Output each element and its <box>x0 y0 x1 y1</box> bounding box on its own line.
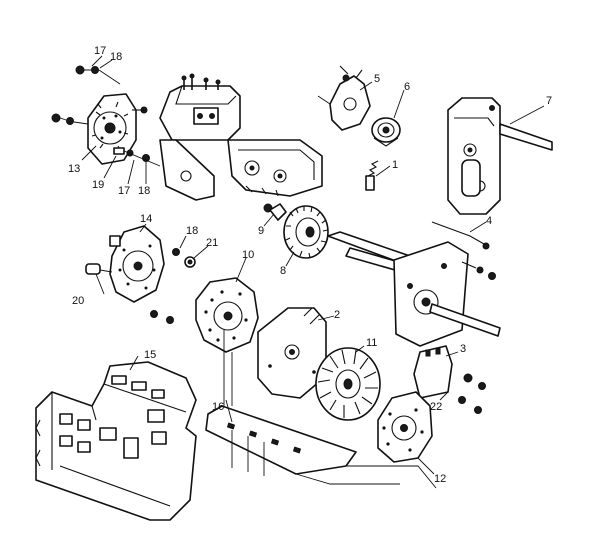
part-8-gear <box>283 205 329 259</box>
timer-motor-block <box>132 73 323 213</box>
callout-18-low: 18 <box>186 225 198 237</box>
part-2-bracket <box>257 307 327 399</box>
callout-10: 10 <box>242 249 254 261</box>
part-7-mounting-plate <box>447 97 553 215</box>
part-1-spring <box>365 160 379 191</box>
callout-4: 4 <box>486 215 492 227</box>
callout-17-mid: 17 <box>118 185 130 197</box>
screws-left-top <box>51 65 161 167</box>
callout-6: 6 <box>404 81 410 93</box>
callout-9: 9 <box>258 225 264 237</box>
callout-18-top: 18 <box>110 51 122 63</box>
callout-17-top: 17 <box>94 45 106 57</box>
callout-12: 12 <box>434 473 446 485</box>
part-16-base-strip <box>205 330 437 489</box>
leader-lines <box>81 55 545 475</box>
callout-16: 16 <box>212 401 224 413</box>
part-13-cam-wheel <box>87 93 137 165</box>
main-shaft-frame <box>327 231 501 347</box>
part-12-cam-wheel <box>377 391 433 463</box>
callout-22: 22 <box>430 401 442 413</box>
callout-13: 13 <box>68 163 80 175</box>
part-15-housing-panel <box>35 361 197 521</box>
callout-8: 8 <box>280 265 286 277</box>
nuts-center-left <box>172 248 196 268</box>
callout-19: 19 <box>92 179 104 191</box>
callout-5: 5 <box>374 73 380 85</box>
part-4-wire <box>431 221 490 250</box>
part-9-clip <box>269 203 287 221</box>
part-6-knob <box>371 117 401 147</box>
part-14-cam-wheel <box>109 225 165 303</box>
part-10-cam-disc <box>195 277 259 353</box>
callout-1: 1 <box>392 159 398 171</box>
part-20-pin <box>85 263 113 275</box>
callout-14: 14 <box>140 213 152 225</box>
screws-left-middle <box>150 310 174 324</box>
callout-2: 2 <box>334 309 340 321</box>
callout-11: 11 <box>366 337 377 349</box>
callout-15: 15 <box>144 349 156 361</box>
callout-21: 21 <box>206 237 218 249</box>
part-11-cam-wheel <box>315 347 381 421</box>
callout-18-mid: 18 <box>138 185 150 197</box>
callout-labels: 17 18 13 19 17 18 5 6 7 1 4 9 8 14 18 21… <box>68 45 552 485</box>
callout-3: 3 <box>460 343 466 355</box>
callout-20: 20 <box>72 295 84 307</box>
callout-7: 7 <box>546 95 552 107</box>
part-5-lever <box>317 65 371 131</box>
